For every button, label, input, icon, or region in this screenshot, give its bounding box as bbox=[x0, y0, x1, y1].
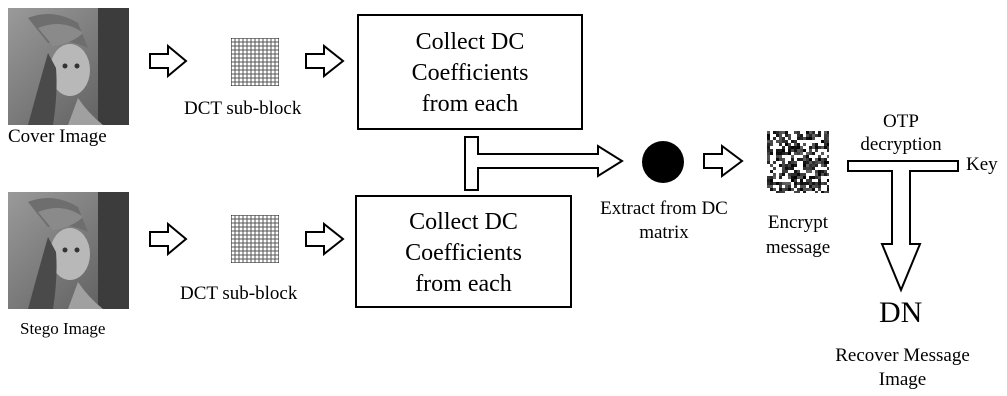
dct-grid-bottom bbox=[231, 215, 279, 263]
arrow-dct-to-box-bottom bbox=[305, 221, 345, 257]
otp-label-line-1: OTP bbox=[883, 111, 919, 132]
extract-node bbox=[642, 141, 684, 183]
recover-label: Recover Message Image bbox=[810, 344, 995, 392]
box-bottom-line-2: Coefficients bbox=[405, 240, 522, 266]
arrow-extract-to-encrypt bbox=[703, 144, 744, 178]
key-label: Key bbox=[966, 154, 998, 175]
arrow-otp-to-recover bbox=[847, 160, 959, 293]
recover-label-line-1: Recover Message bbox=[835, 345, 970, 366]
cover-image-thumbnail bbox=[8, 8, 129, 125]
arrow-boxes-to-extract bbox=[464, 136, 624, 191]
encrypted-message-image bbox=[767, 131, 829, 193]
arrow-stego-to-dct bbox=[149, 221, 188, 257]
box-top-line-1: Collect DC bbox=[415, 29, 525, 55]
box-bottom-line-1: Collect DC bbox=[409, 209, 518, 235]
dct-grid-top bbox=[231, 38, 279, 86]
encrypt-label-line-2: message bbox=[765, 237, 831, 258]
dct-sub-block-label-bottom: DCT sub-block bbox=[180, 283, 298, 304]
otp-label-line-2: decryption bbox=[860, 134, 942, 155]
extract-label-line-2: matrix bbox=[639, 222, 689, 243]
collect-dc-box-bottom: Collect DC Coefficients from each bbox=[355, 195, 572, 308]
arrow-dct-to-box-top bbox=[305, 43, 345, 79]
extract-label: Extract from DC matrix bbox=[582, 198, 746, 244]
extract-label-line-1: Extract from DC bbox=[600, 198, 728, 219]
box-top-line-2: Coefficients bbox=[411, 60, 529, 86]
collect-dc-box-top: Collect DC Coefficients from each bbox=[357, 14, 583, 130]
cover-image-label: Cover Image bbox=[8, 126, 107, 147]
arrow-cover-to-dct bbox=[149, 43, 188, 79]
dn-label: DN bbox=[879, 296, 923, 329]
encrypt-label-line-1: Encrypt bbox=[767, 212, 829, 233]
stego-image-label: Stego Image bbox=[20, 319, 106, 338]
box-bottom-line-3: from each bbox=[415, 271, 512, 297]
otp-label: OTP decryption bbox=[851, 110, 951, 156]
box-top-line-3: from each bbox=[421, 91, 519, 117]
recover-label-line-2: Image bbox=[878, 369, 927, 390]
stego-image-thumbnail bbox=[8, 192, 129, 309]
encrypt-label: Encrypt message bbox=[752, 212, 844, 259]
dct-sub-block-label-top: DCT sub-block bbox=[184, 98, 302, 119]
